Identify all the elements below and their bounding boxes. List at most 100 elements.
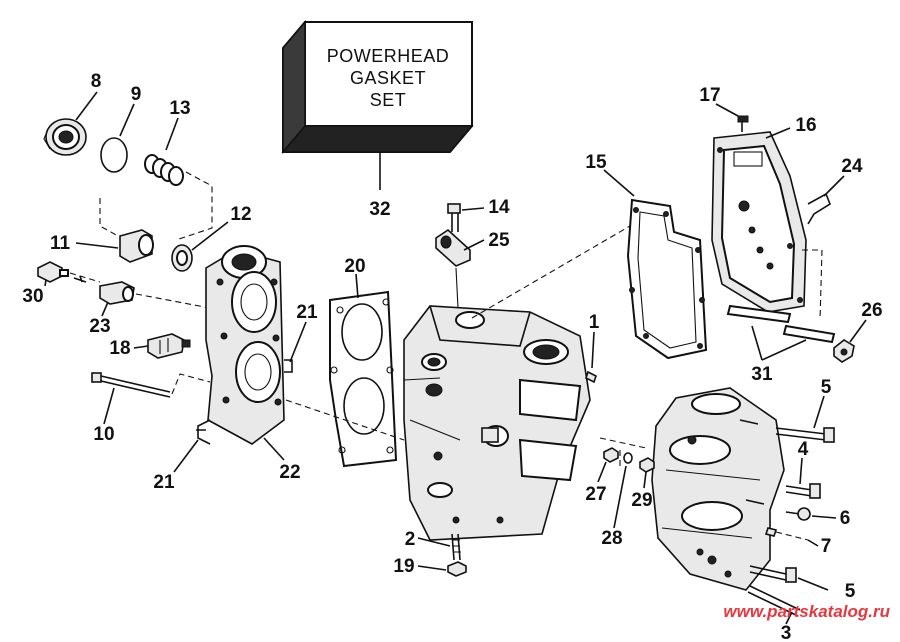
leader-28 bbox=[613, 465, 627, 529]
leader-24 bbox=[823, 175, 845, 197]
part-30-fitting bbox=[37, 261, 69, 283]
part-pin bbox=[73, 275, 87, 283]
leader-5-lower bbox=[797, 577, 829, 591]
part-22-cylinder-head bbox=[196, 245, 293, 445]
leader-19 bbox=[417, 565, 447, 571]
part-28-washer bbox=[623, 452, 633, 464]
leader-4 bbox=[799, 457, 803, 485]
part-6-screw bbox=[785, 507, 811, 521]
callout-22: 22 bbox=[279, 462, 300, 483]
part-26-fitting bbox=[833, 339, 855, 363]
part-16-cover-plate bbox=[711, 131, 807, 313]
part-crankcase-cover bbox=[651, 387, 785, 591]
callout-labels: 8 9 13 12 11 30 23 18 10 21 21 22 20 32 … bbox=[22, 71, 882, 642]
callout-3: 3 bbox=[781, 623, 792, 642]
leader-22 bbox=[263, 437, 285, 461]
callout-21-upper: 21 bbox=[296, 302, 318, 323]
part-15-cover-gasket bbox=[626, 198, 708, 360]
part-24-clip bbox=[807, 192, 831, 225]
part-2-stud bbox=[451, 533, 461, 561]
leader-6 bbox=[811, 515, 837, 519]
gasket-box-line-1: POWERHEAD bbox=[327, 46, 450, 66]
part-10-bolt bbox=[91, 372, 171, 398]
part-31-tubes bbox=[726, 304, 836, 344]
callout-6: 6 bbox=[840, 508, 851, 529]
leader-27 bbox=[597, 461, 607, 483]
callout-25: 25 bbox=[488, 230, 510, 251]
leader-16 bbox=[765, 127, 791, 139]
part-11-thermostat bbox=[119, 229, 154, 263]
callout-5-upper: 5 bbox=[821, 377, 832, 398]
callout-28: 28 bbox=[601, 528, 622, 549]
leader-11 bbox=[75, 242, 119, 249]
leader-5-upper bbox=[813, 395, 825, 429]
gasket-box-line-3: SET bbox=[370, 90, 407, 110]
part-4-bolt bbox=[785, 483, 821, 499]
leader-2 bbox=[417, 537, 451, 547]
guide-14-block bbox=[455, 267, 459, 309]
leader-8 bbox=[75, 91, 98, 121]
watermark-text: www.partskatalog.ru bbox=[723, 602, 890, 621]
callout-19: 19 bbox=[393, 556, 414, 577]
dashed-guide-27 bbox=[599, 437, 647, 470]
leader-12 bbox=[191, 221, 229, 251]
dashed-guide-head bbox=[285, 399, 405, 441]
part-19-nut bbox=[447, 561, 467, 577]
dashed-guide-15 bbox=[471, 225, 631, 319]
callout-7: 7 bbox=[821, 536, 832, 557]
gasket-set-box: POWERHEAD GASKET SET bbox=[281, 19, 474, 155]
leader-21-upper bbox=[289, 321, 307, 363]
dashed-guide-24 bbox=[802, 249, 823, 321]
leader-31 bbox=[751, 325, 807, 361]
callout-14: 14 bbox=[488, 197, 510, 218]
leader-23 bbox=[101, 301, 109, 317]
leader-20 bbox=[355, 273, 359, 299]
part-18-temp-sensor bbox=[147, 333, 191, 359]
dashed-guide-7 bbox=[775, 531, 809, 541]
callout-24: 24 bbox=[841, 156, 863, 177]
callout-15: 15 bbox=[585, 152, 607, 173]
leader-3 bbox=[785, 611, 793, 625]
callout-18: 18 bbox=[109, 338, 130, 359]
part-23-fitting bbox=[99, 281, 135, 305]
part-29-nut bbox=[639, 457, 655, 473]
dashed-guide-30 bbox=[69, 272, 101, 283]
callout-4: 4 bbox=[798, 439, 809, 460]
part-25-lifting-eye bbox=[435, 228, 471, 267]
callout-1: 1 bbox=[589, 312, 600, 333]
leader-29 bbox=[643, 471, 647, 489]
callout-5-lower: 5 bbox=[845, 581, 856, 602]
leader-13 bbox=[165, 117, 179, 151]
callout-13: 13 bbox=[169, 98, 190, 119]
leader-26 bbox=[849, 319, 867, 343]
part-5-bolt-upper bbox=[775, 427, 835, 443]
part-1-dowel-pin bbox=[585, 370, 597, 384]
callout-12: 12 bbox=[230, 204, 251, 225]
callout-30: 30 bbox=[22, 286, 43, 307]
callout-21-lower: 21 bbox=[153, 472, 175, 493]
callout-23: 23 bbox=[89, 316, 110, 337]
leader-25 bbox=[463, 239, 485, 251]
callout-29: 29 bbox=[631, 490, 652, 511]
part-7-pin bbox=[764, 527, 778, 537]
callout-11: 11 bbox=[50, 233, 71, 254]
callout-8: 8 bbox=[91, 71, 102, 92]
callout-31: 31 bbox=[751, 364, 773, 385]
callout-10: 10 bbox=[93, 424, 114, 445]
part-27-screw bbox=[603, 447, 619, 463]
callout-16: 16 bbox=[795, 115, 816, 136]
callout-9: 9 bbox=[131, 84, 142, 105]
part-14-bolt bbox=[447, 203, 461, 232]
leader-14 bbox=[461, 207, 485, 211]
leader-21-lower bbox=[173, 439, 199, 473]
leader-15 bbox=[603, 169, 635, 197]
callout-27: 27 bbox=[585, 484, 606, 505]
leader-10 bbox=[103, 387, 115, 425]
callout-26: 26 bbox=[861, 300, 882, 321]
part-13-spring bbox=[144, 154, 184, 186]
part-9-o-ring bbox=[100, 137, 128, 173]
part-20-head-gasket bbox=[329, 290, 398, 468]
part-8-thermostat-cover bbox=[43, 118, 87, 156]
